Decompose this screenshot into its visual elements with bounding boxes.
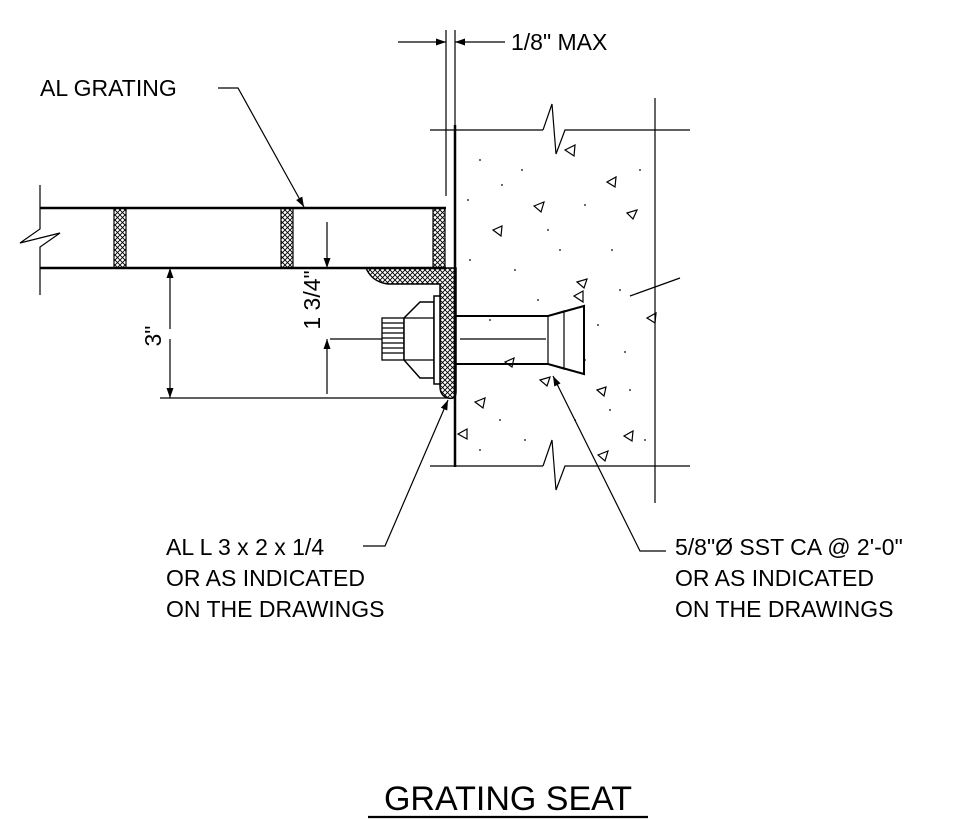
- anchor-note-line-1: 5/8"Ø SST CA @ 2'-0": [675, 534, 903, 560]
- anchor-wedge: [547, 310, 565, 370]
- angle-leader: [363, 399, 449, 547]
- anchor-leader: [552, 375, 666, 552]
- grating-leader: [218, 87, 305, 208]
- angle-note-line-3: ON THE DRAWINGS: [166, 596, 385, 622]
- bolt-threads: [382, 322, 404, 354]
- grating-bar-3: [432, 207, 446, 269]
- bottom-break-symbol: [542, 439, 690, 491]
- angle-note-line-1: AL L 3 x 2 x 1/4: [166, 534, 324, 560]
- bolt-washer: [433, 295, 441, 385]
- bolt-height-label: 1 3/4": [299, 270, 325, 329]
- drawing-title: GRATING SEAT: [384, 780, 632, 818]
- al-grating: [19, 185, 446, 295]
- wall-back-break-line: [629, 98, 681, 503]
- anchor-note-line-2: OR AS INDICATED: [675, 565, 874, 591]
- anchor-note-line-3: ON THE DRAWINGS: [675, 596, 894, 622]
- concrete-wall: [430, 98, 690, 503]
- bolt-nut: [403, 301, 435, 379]
- grating-break-line: [19, 185, 61, 295]
- anchor-shaft: [456, 304, 585, 376]
- concrete-speckles: [467, 159, 646, 451]
- concrete-aggregate: [456, 143, 657, 463]
- top-break-symbol: [542, 103, 690, 155]
- overall-height-label: 3": [140, 326, 166, 347]
- gap-label: 1/8" MAX: [511, 29, 607, 55]
- grating-bar-2: [280, 207, 294, 269]
- gap-dimension: [398, 30, 505, 196]
- angle-note-line-2: OR AS INDICATED: [166, 565, 365, 591]
- al-angle: [364, 267, 457, 400]
- height-dimensions: [160, 222, 546, 399]
- grating-label: AL GRATING: [40, 75, 177, 101]
- anchor-bolt: [381, 295, 585, 385]
- grating-bar-1: [113, 207, 127, 269]
- bolt-threaded-end: [381, 317, 405, 361]
